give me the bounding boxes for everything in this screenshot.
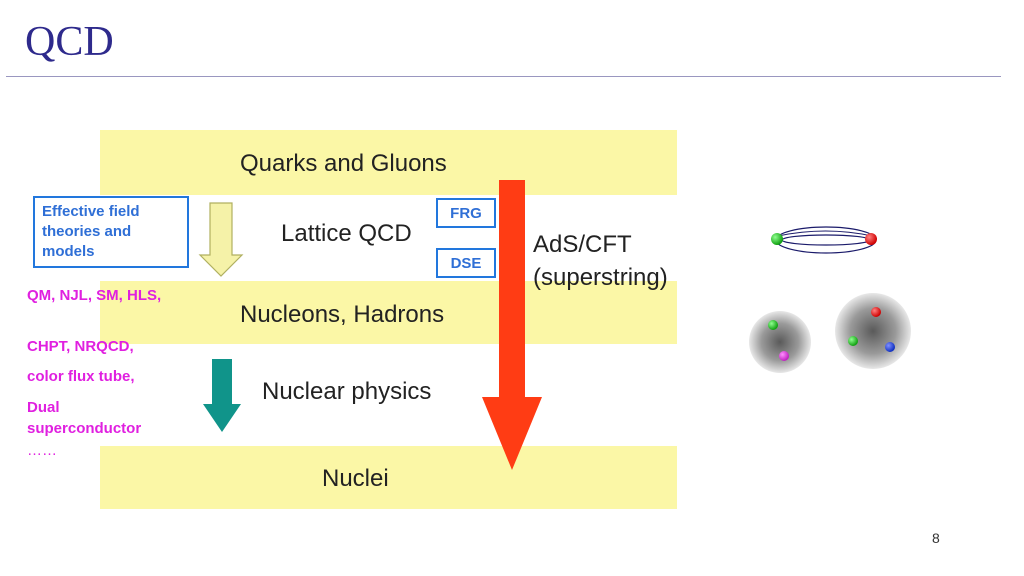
flux-tube-meson	[771, 226, 877, 254]
models-flux-tube: color flux tube,	[27, 368, 135, 385]
label-nuclei: Nuclei	[322, 465, 389, 492]
eft-box: Effective field theories and models	[33, 196, 189, 268]
frg-box: FRG	[436, 198, 496, 228]
band-quarks	[100, 130, 677, 195]
label-nuclear-physics: Nuclear physics	[262, 378, 432, 405]
red-down-arrow	[482, 180, 542, 470]
label-ads-cft: AdS/CFT	[533, 231, 632, 258]
models-qm-njl: QM, NJL, SM, HLS,	[27, 287, 162, 304]
teal-down-arrow	[203, 359, 241, 432]
models-chpt: CHPT, NRQCD,	[27, 338, 134, 355]
label-nucleons-hadrons: Nucleons, Hadrons	[240, 301, 445, 328]
models-dual-superconductor: Dual superconductor	[27, 399, 142, 437]
label-superstring: (superstring)	[533, 264, 668, 291]
band-nucleons	[100, 281, 677, 344]
label-lattice-qcd: Lattice QCD	[281, 220, 412, 247]
yellow-down-arrow	[198, 202, 244, 277]
page-number: 8	[932, 530, 940, 546]
dse-box: DSE	[436, 248, 496, 278]
label-quarks-gluons: Quarks and Gluons	[240, 150, 447, 177]
meson-blob	[749, 311, 811, 373]
title-divider	[6, 76, 1001, 77]
models-ellipsis: ……	[27, 442, 57, 459]
band-nuclei	[100, 446, 677, 509]
baryon-blob	[835, 293, 911, 369]
slide-title: QCD	[25, 19, 114, 65]
